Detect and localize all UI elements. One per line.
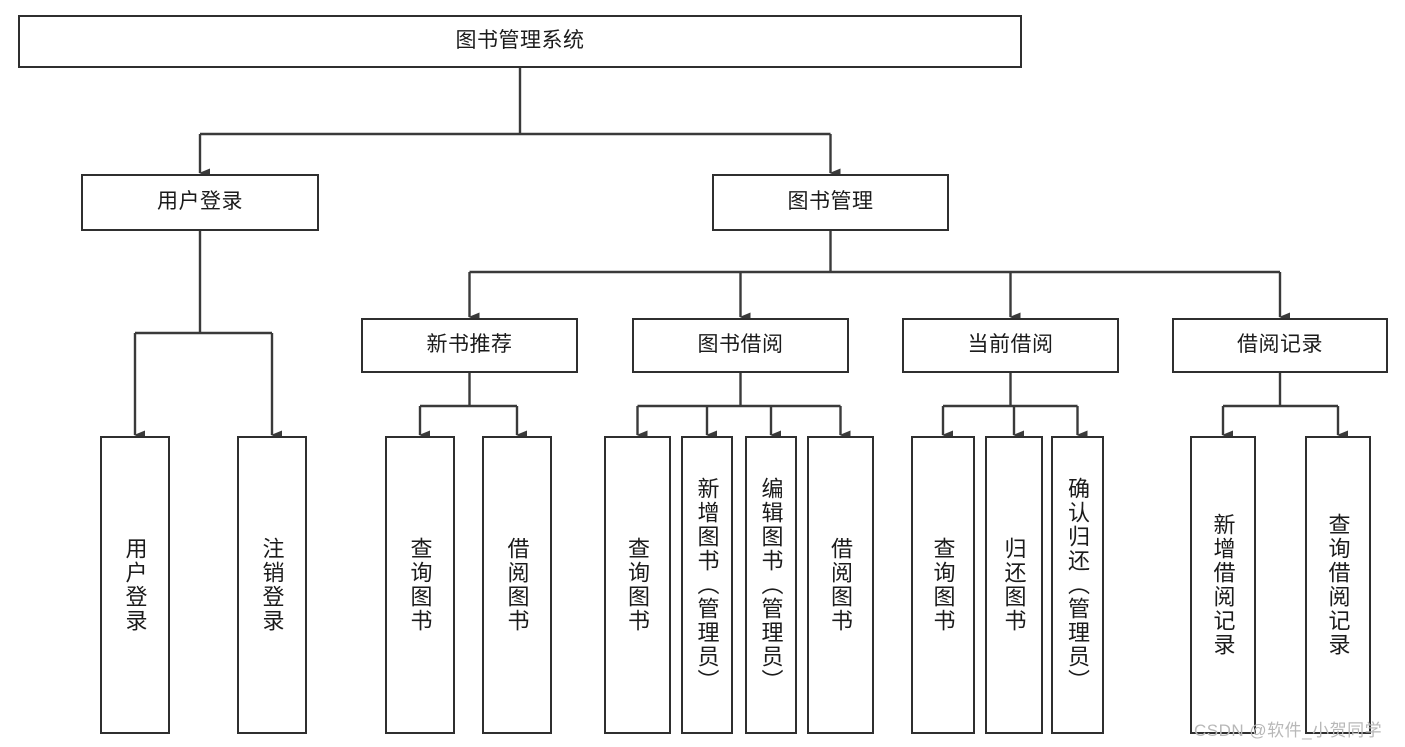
node-bookmgmt[interactable]: 图书管理: [712, 174, 949, 231]
node-label-l13: 查询借阅记录: [1325, 513, 1351, 657]
node-label-login: 用户登录: [157, 190, 243, 214]
node-l5[interactable]: 查询图书: [604, 436, 671, 734]
node-label-borrow: 图书借阅: [697, 333, 784, 357]
node-l3[interactable]: 查询图书: [385, 436, 455, 734]
node-l1[interactable]: 用户登录: [100, 436, 170, 734]
node-label-l7: 编辑图书（管理员）: [758, 477, 784, 693]
node-l6[interactable]: 新增图书（管理员）: [681, 436, 733, 734]
node-l4[interactable]: 借阅图书: [482, 436, 552, 734]
node-label-l8: 借阅图书: [828, 537, 854, 633]
node-label-l6: 新增图书（管理员）: [694, 477, 720, 693]
node-current[interactable]: 当前借阅: [902, 318, 1119, 373]
node-l12[interactable]: 新增借阅记录: [1190, 436, 1256, 734]
node-label-l1: 用户登录: [122, 537, 148, 633]
node-label-l4: 借阅图书: [504, 537, 530, 633]
node-l9[interactable]: 查询图书: [911, 436, 975, 734]
node-records[interactable]: 借阅记录: [1172, 318, 1388, 373]
node-label-root: 图书管理系统: [455, 29, 585, 53]
connector-group: [133, 68, 1348, 440]
node-label-l12: 新增借阅记录: [1210, 513, 1236, 657]
node-newbook[interactable]: 新书推荐: [361, 318, 578, 373]
node-label-l3: 查询图书: [407, 537, 433, 633]
node-label-l5: 查询图书: [625, 537, 651, 633]
node-l2[interactable]: 注销登录: [237, 436, 307, 734]
node-login[interactable]: 用户登录: [81, 174, 319, 231]
node-l7[interactable]: 编辑图书（管理员）: [745, 436, 797, 734]
node-borrow[interactable]: 图书借阅: [632, 318, 849, 373]
node-label-records: 借阅记录: [1237, 333, 1323, 357]
node-label-l9: 查询图书: [930, 537, 956, 633]
node-root[interactable]: 图书管理系统: [18, 15, 1022, 68]
node-label-newbook: 新书推荐: [426, 333, 513, 357]
node-label-l2: 注销登录: [259, 537, 285, 633]
node-l13[interactable]: 查询借阅记录: [1305, 436, 1371, 734]
node-label-l10: 归还图书: [1001, 537, 1027, 633]
node-label-bookmgmt: 图书管理: [787, 190, 874, 214]
node-label-l11: 确认归还（管理员）: [1065, 477, 1091, 693]
node-label-current: 当前借阅: [967, 333, 1054, 357]
node-l10[interactable]: 归还图书: [985, 436, 1043, 734]
node-l11[interactable]: 确认归还（管理员）: [1051, 436, 1104, 734]
node-l8[interactable]: 借阅图书: [807, 436, 874, 734]
